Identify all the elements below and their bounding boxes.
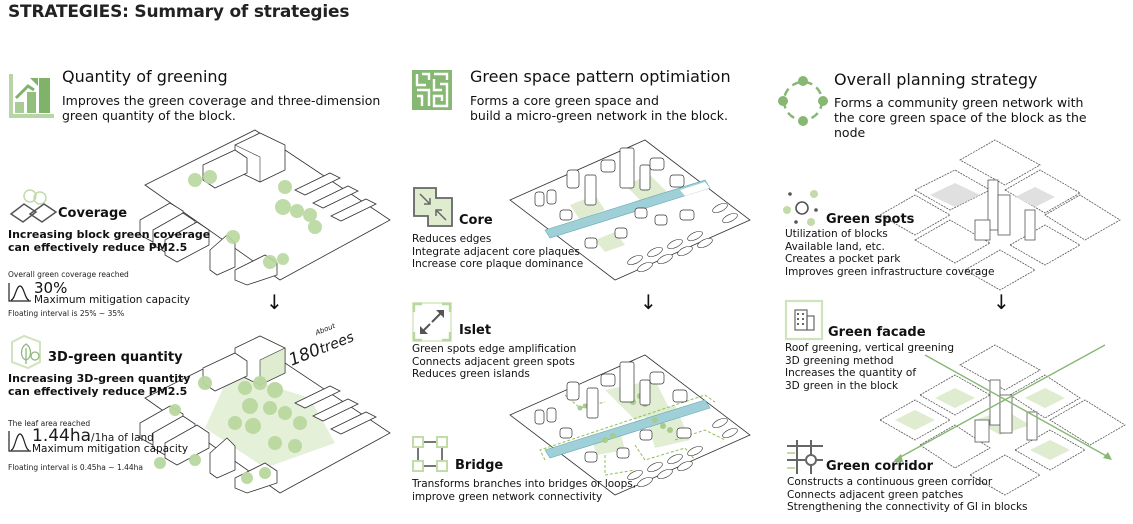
bell-curve-icon	[8, 283, 31, 302]
description-line: Roof greening, vertical greening	[785, 342, 954, 354]
description-line: the core green space of the block as the	[834, 110, 1087, 125]
description-line: Reduces green islands	[412, 368, 530, 380]
description-line: Green spots edge amplification	[412, 343, 577, 355]
column-title: Quantity of greening	[62, 67, 228, 86]
expand-arrows-icon	[412, 302, 452, 342]
item-description: Reduces edges Integrate adjacent core pl…	[412, 233, 583, 271]
stat-value-suffix: /1ha of land	[91, 432, 154, 444]
leaf-tree-icon	[11, 334, 41, 370]
item-title: Core	[459, 213, 493, 228]
bell-curve-icon	[8, 431, 31, 452]
isometric-district-illustration-green-spots	[879, 139, 1121, 291]
description-line: Forms a community green network with	[834, 95, 1084, 110]
item-description: Utilization of blocks Available land, et…	[785, 228, 994, 278]
item-description: Constructs a continuous green corridor C…	[787, 476, 1028, 514]
merge-arrows-icon	[413, 187, 453, 227]
description-line: improve green network connectivity	[412, 490, 603, 503]
description-line: Increases the quantity of	[785, 367, 917, 379]
flow-arrow-down: ↓	[640, 290, 657, 314]
isometric-block-illustration-coverage	[139, 129, 391, 286]
description-line: Creates a pocket park	[785, 253, 901, 265]
stat-value: 1.44ha	[32, 426, 92, 446]
column-description: Forms a core green space and build a mic…	[470, 93, 728, 123]
stat-value-group: 1.44ha/1ha of land	[32, 426, 154, 446]
description-line: Strengthening the connectivity of GI in …	[787, 501, 1028, 513]
item-description: Roof greening, vertical greening 3D gree…	[785, 342, 954, 392]
description-line: build a micro-green network in the block…	[470, 108, 728, 123]
item-bold-description: Increasing block green coverage can effe…	[8, 228, 210, 254]
item-title: 3D-green quantity	[48, 350, 183, 365]
isometric-block-illustration-core	[509, 139, 751, 281]
description-line: Utilization of blocks	[785, 228, 888, 240]
description-line: Improves the green coverage and three-di…	[62, 93, 381, 108]
isometric-block-illustration-network	[509, 354, 751, 496]
description-line: Available land, etc.	[785, 240, 885, 253]
item-description: Transforms branches into bridges or loop…	[412, 478, 636, 503]
item-title: Green facade	[828, 325, 926, 340]
coverage-icon	[9, 189, 58, 223]
item-description: Green spots edge amplification Connects …	[412, 343, 576, 381]
description-line: Increase core plaque dominance	[412, 258, 584, 270]
description-line: Connects adjacent green spots	[412, 355, 575, 368]
description-line: can effectively reduce PM2.5	[8, 385, 188, 398]
isometric-block-illustration-3d-green	[139, 335, 391, 494]
flow-arrow-down: ↓	[993, 290, 1010, 314]
column-description: Improves the green coverage and three-di…	[62, 93, 380, 123]
stat-interval: Floating interval is 0.45ha ~ 1.44ha	[8, 463, 144, 472]
network-circle-icon	[778, 76, 828, 126]
bridge-squares-icon	[412, 436, 448, 472]
column-title: Green space pattern optimiation	[470, 67, 731, 86]
maze-icon	[412, 70, 452, 110]
stat-interval: Floating interval is 25% ~ 35%	[8, 309, 125, 318]
bar-chart-growth-icon	[9, 74, 54, 118]
item-title: Green spots	[826, 212, 915, 227]
description-line: green quantity of the block.	[62, 108, 236, 123]
column-title: Overall planning strategy	[834, 70, 1038, 89]
description-line: Connects adjacent green patches	[787, 488, 964, 501]
item-title: Green corridor	[826, 459, 934, 474]
stat-label: Overall green coverage reached	[8, 270, 129, 279]
item-title: Bridge	[455, 458, 504, 473]
column-description: Forms a community green network with the…	[834, 95, 1087, 140]
stat-value: 30%	[34, 279, 68, 297]
description-line: Increasing 3D-green quantity	[8, 372, 191, 385]
item-title: Coverage	[58, 206, 128, 221]
description-line: Reduces edges	[412, 233, 492, 245]
description-line: Increasing block green coverage	[8, 228, 211, 241]
corridor-crossing-icon	[787, 440, 823, 474]
green-spots-icon	[783, 190, 818, 226]
description-line: can effectively reduce PM2.5	[8, 241, 188, 254]
stat-caption: Maximum mitigation capacity	[32, 443, 189, 455]
page-title: STRATEGIES: Summary of strategies	[8, 2, 350, 22]
stat-caption: Maximum mitigation capacity	[34, 294, 191, 306]
description-line: Constructs a continuous green corridor	[787, 476, 993, 488]
isometric-district-illustration-corridor	[879, 344, 1126, 496]
description-line: 3D green in the block	[785, 379, 899, 392]
description-line: node	[834, 125, 866, 140]
description-line: Improves green infrastructure coverage	[785, 265, 995, 278]
item-title: Islet	[459, 323, 492, 338]
description-line: Transforms branches into bridges or loop…	[412, 478, 637, 490]
building-facade-icon	[784, 299, 824, 341]
item-bold-description: Increasing 3D-green quantity can effecti…	[8, 372, 190, 398]
description-line: Integrate adjacent core plaques	[412, 245, 580, 258]
description-line: Forms a core green space and	[470, 93, 659, 108]
flow-arrow-down: ↓	[266, 290, 283, 314]
stat-label: The leaf area reached	[8, 419, 91, 428]
description-line: 3D greening method	[785, 354, 894, 367]
